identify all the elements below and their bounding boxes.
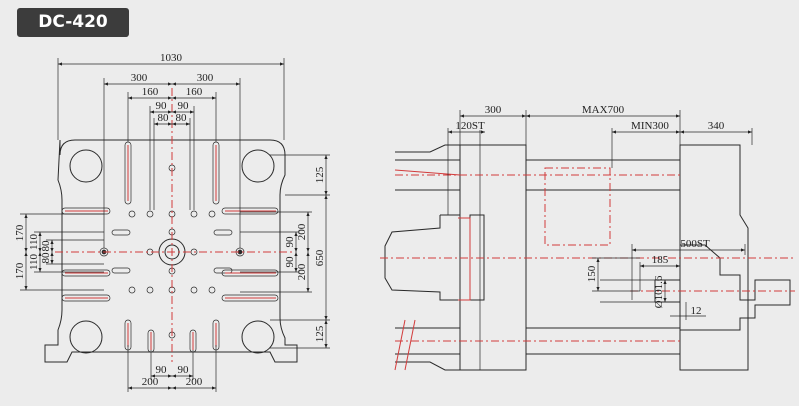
- dim-rear-340: 340: [708, 120, 725, 132]
- dim-left-80-bottom: 80: [40, 252, 52, 264]
- dim-max-700: MAX700: [582, 104, 625, 116]
- dim-ejector-185: 185: [652, 254, 669, 266]
- dim-ejector-12: 12: [691, 305, 702, 317]
- tiebar-hole-br: [241, 320, 275, 354]
- dim-right-200-top: 200: [296, 223, 308, 240]
- dim-left-80-top: 80: [40, 240, 52, 252]
- dim-overall-height: 650: [314, 249, 326, 266]
- dim-overall-width: 1030: [160, 52, 183, 64]
- dim-left-170-bottom: 170: [14, 262, 26, 279]
- front-dim-lines-bottom: [127, 345, 217, 392]
- dim-right-200-bottom: 200: [296, 263, 308, 280]
- front-centerlines: [55, 88, 292, 362]
- nozzle-boss: [384, 215, 460, 301]
- side-centerlines: [380, 167, 795, 371]
- dim-ejector-dia: Ø101.6: [653, 275, 665, 308]
- dim-160-left: 160: [142, 86, 159, 98]
- tiebar-hole-tl: [69, 149, 103, 183]
- dim-ejector-150: 150: [586, 265, 598, 282]
- side-view: 300 120ST MAX700 MIN300 340 500ST 185 15…: [380, 104, 795, 371]
- dim-160-right: 160: [186, 86, 203, 98]
- tie-bars: [395, 159, 680, 355]
- tiebar-hole-bl: [69, 320, 103, 354]
- platen-outline: [44, 139, 298, 363]
- dim-min-300: MIN300: [631, 120, 669, 132]
- front-dim-lines-right: [240, 154, 330, 349]
- dim-90-right: 90: [178, 100, 190, 112]
- dim-platen-300: 300: [485, 104, 502, 116]
- moving-platen: [679, 144, 749, 371]
- side-dim-lines: [447, 110, 753, 320]
- dim-bottom-edge: 125: [314, 325, 326, 342]
- tiebar-hole-tr: [241, 149, 275, 183]
- front-dim-lines-top: [57, 58, 285, 248]
- dim-bottom-200-left: 200: [142, 376, 159, 388]
- dim-80-right: 80: [176, 112, 188, 124]
- dim-right-90-bottom: 90: [284, 256, 296, 268]
- dim-top-edge: 125: [314, 166, 326, 183]
- dim-bottom-200-right: 200: [186, 376, 203, 388]
- model-badge: DC-420: [17, 8, 129, 37]
- dim-bottom-90-left: 90: [156, 364, 168, 376]
- dim-left-110-bottom: 110: [28, 253, 40, 270]
- dim-right-90-top: 90: [284, 236, 296, 248]
- dim-tiebar-left: 300: [131, 72, 148, 84]
- dim-tiebar-right: 300: [197, 72, 214, 84]
- dim-90-left: 90: [156, 100, 168, 112]
- front-view: 1030 300 300 160 160 90 90 80 80 125 650…: [14, 52, 330, 392]
- dim-left-110-top: 110: [28, 233, 40, 250]
- dim-80-left: 80: [158, 112, 170, 124]
- front-dim-lines-left: [20, 213, 104, 291]
- dim-ejector-500: 500ST: [680, 238, 710, 250]
- dim-bottom-90-right: 90: [178, 364, 190, 376]
- horizontal-slots: [61, 207, 279, 302]
- dim-left-170-top: 170: [14, 224, 26, 241]
- dim-stroke-120: 120ST: [455, 120, 485, 132]
